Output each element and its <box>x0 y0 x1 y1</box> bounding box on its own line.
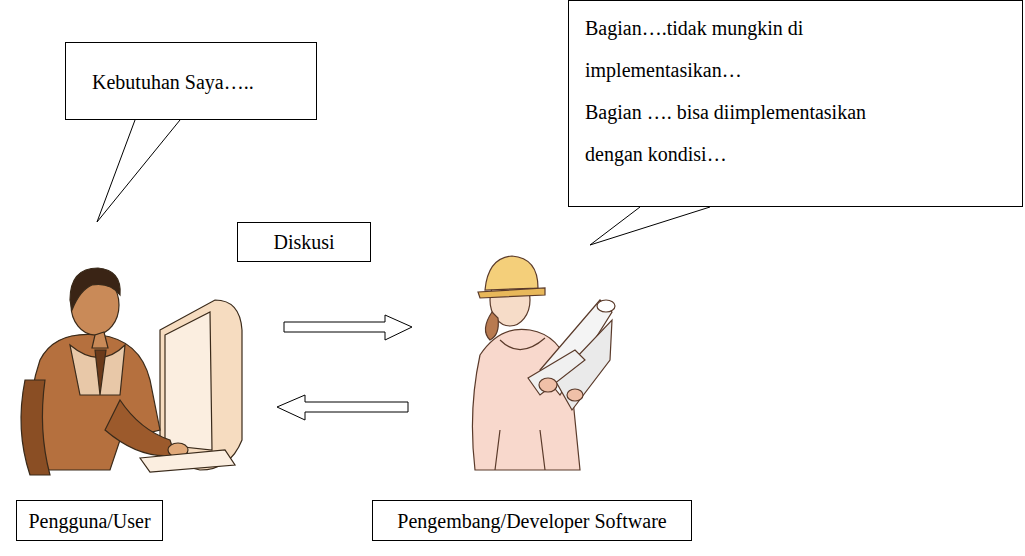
bubble-tail <box>97 120 180 222</box>
node-text: Bagian….tidak mungkin di implementasikan… <box>585 7 915 91</box>
node-text: Bagian …. bisa diimplementasikan dengan … <box>585 91 915 175</box>
user-figure <box>21 268 242 475</box>
label-box: Pengembang/Developer Software <box>372 500 692 541</box>
speech-bubble: Kebutuhan Saya….. <box>65 42 317 120</box>
label-box: Pengguna/User <box>16 500 163 541</box>
developer-figure <box>472 256 615 470</box>
label-box: Diskusi <box>237 222 371 262</box>
node-text: Pengembang/Developer Software <box>379 508 685 534</box>
arrow-right <box>284 315 412 340</box>
node-text: Pengguna/User <box>23 508 156 534</box>
arrow-left <box>277 395 408 420</box>
node-text: Kebutuhan Saya….. <box>92 67 306 97</box>
node-text: Diskusi <box>244 229 364 255</box>
bubble-tail <box>590 207 710 245</box>
speech-bubble: Bagian….tidak mungkin di implementasikan… <box>568 0 1023 207</box>
